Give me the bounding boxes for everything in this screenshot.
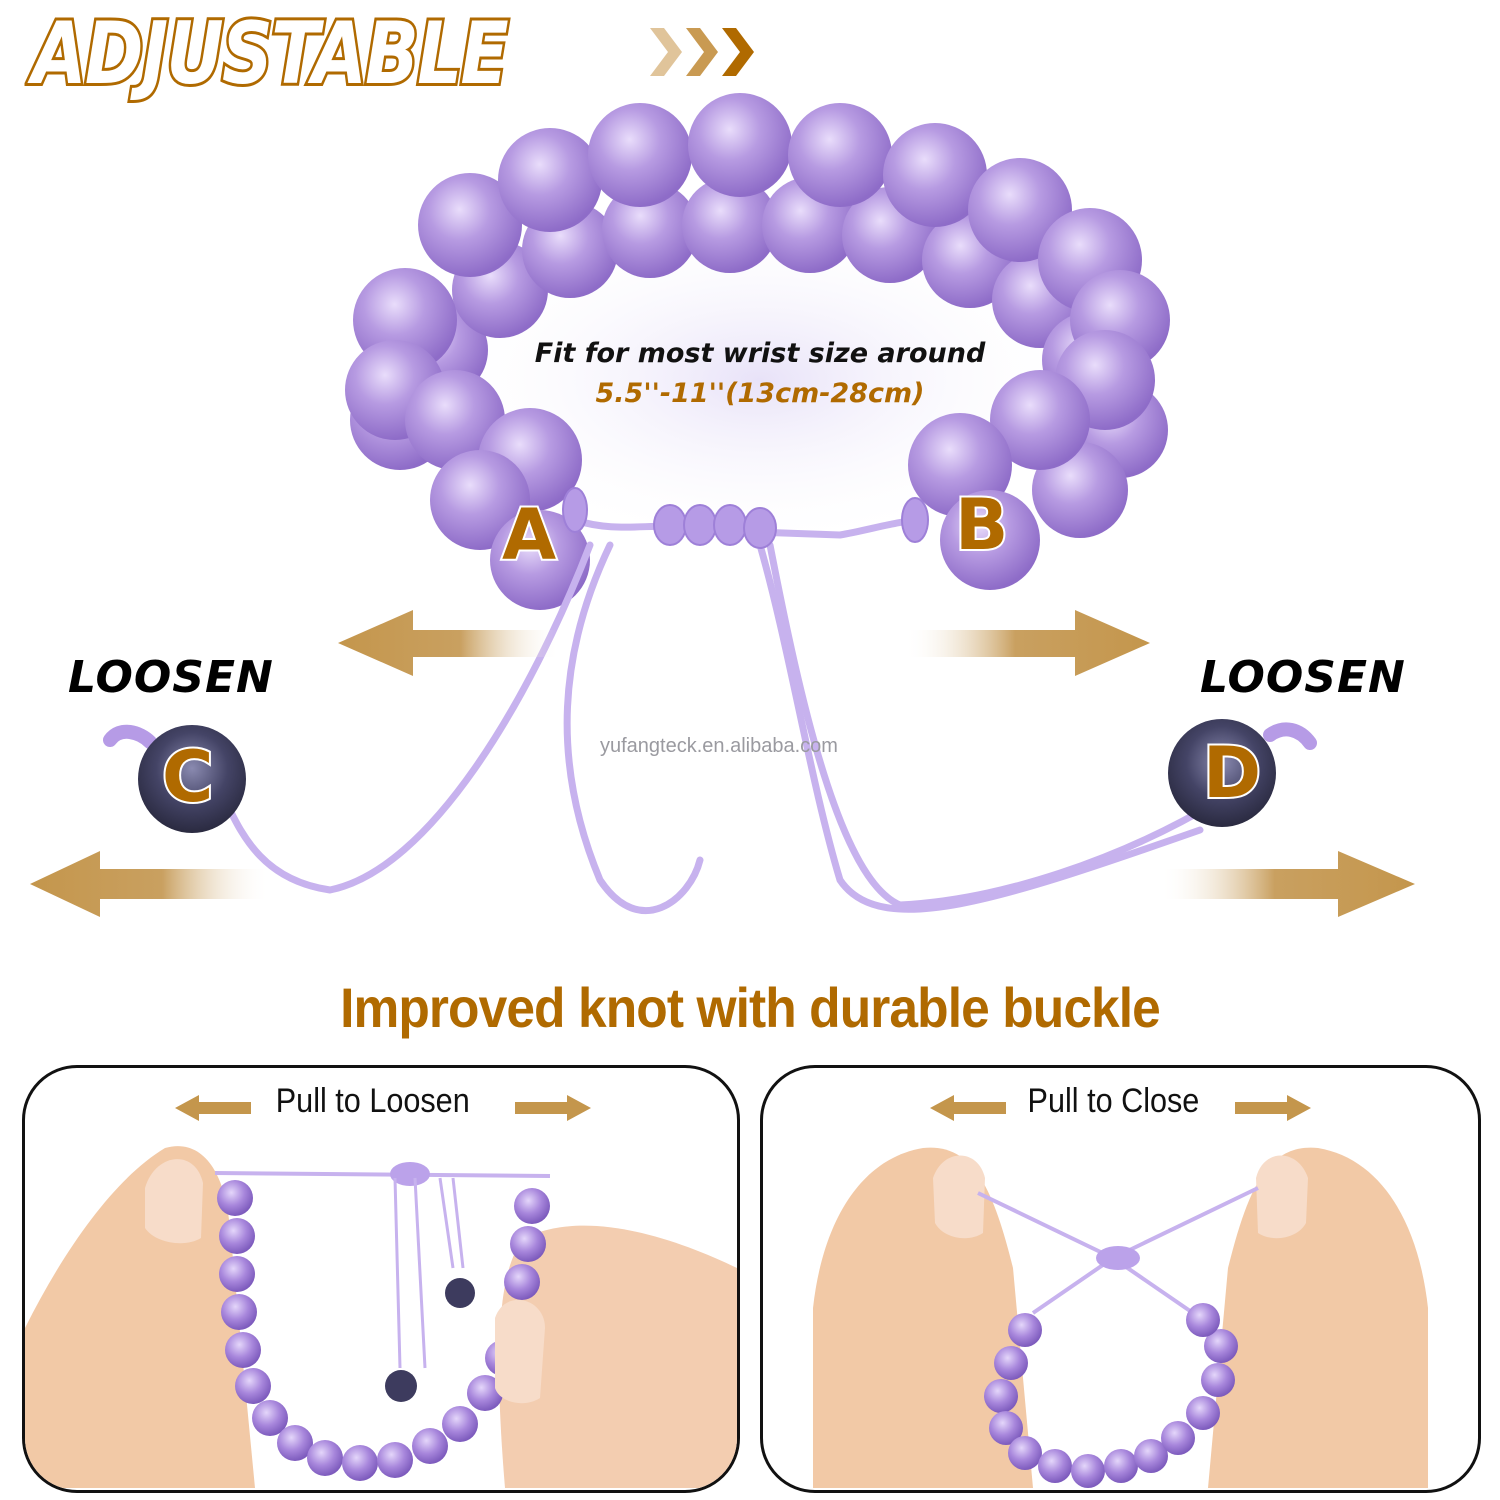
label-d: D [1201, 732, 1263, 814]
panel-label-pull-to-close: Pull to Close [1027, 1082, 1200, 1120]
sliding-knot [562, 487, 929, 549]
hands-close-illustration [813, 1147, 1428, 1488]
arrow-left-icon [930, 1095, 1006, 1121]
amethyst-beads-front [345, 93, 1170, 610]
label-c: C [160, 736, 215, 818]
hands-loosen-illustration [25, 1146, 737, 1488]
arrow-left-icon [175, 1095, 251, 1121]
label-a: A [500, 494, 558, 576]
loosen-label-left: LOOSEN [68, 652, 274, 703]
adjustable-title: ADJUSTABLE [30, 1, 512, 107]
end-bead-c [103, 724, 246, 833]
arrow-left-icon [30, 851, 270, 917]
label-b: B [953, 484, 1010, 566]
end-bead-d [1168, 719, 1317, 827]
cord [221, 516, 1224, 915]
arrow-left-icon [338, 610, 560, 676]
panel-pull-to-loosen: Pull to Loosen [22, 1065, 740, 1493]
panel-pull-to-close: Pull to Close [760, 1065, 1481, 1493]
arrow-right-icon [905, 610, 1150, 676]
loosen-label-right: LOOSEN [1200, 652, 1406, 703]
wrist-size-range: 5.5''-11''(13cm-28cm) [595, 378, 925, 409]
arrow-right-icon [515, 1095, 591, 1121]
arrow-right-icon [1235, 1095, 1311, 1121]
watermark: yufangteck.en.alibaba.com [600, 735, 838, 757]
bracelet-illustration [30, 93, 1415, 917]
subtitle: Improved knot with durable buckle [340, 976, 1161, 1039]
fit-note-text: Fit for most wrist size around [534, 338, 986, 369]
arrow-right-icon [1160, 851, 1415, 917]
panel-label-pull-to-loosen: Pull to Loosen [275, 1082, 470, 1120]
chevron-right-icon [650, 28, 754, 76]
